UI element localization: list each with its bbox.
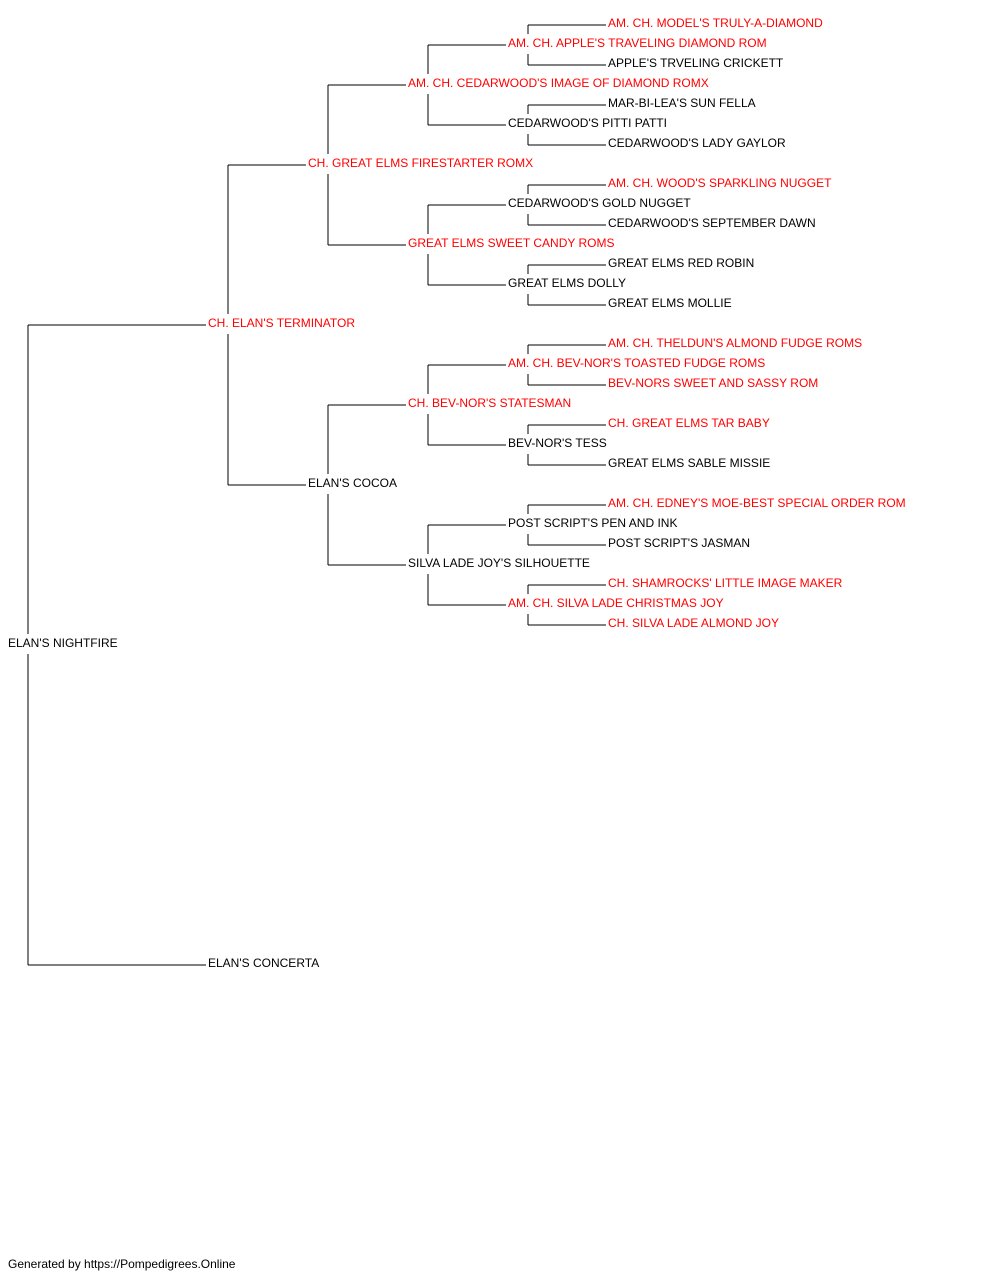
dog-name-ch-great-elms-firestarter-romx: CH. GREAT ELMS FIRESTARTER ROMX [308,156,533,170]
dog-name-elan-s-cocoa: ELAN'S COCOA [308,476,397,490]
dog-name-elan-s-concerta: ELAN'S CONCERTA [208,956,319,970]
dog-name-am-ch-theldun-s-almond-fudge-roms: AM. CH. THELDUN'S ALMOND FUDGE ROMS [608,336,862,350]
dog-name-great-elms-mollie: GREAT ELMS MOLLIE [608,296,732,310]
dog-name-cedarwood-s-september-dawn: CEDARWOOD'S SEPTEMBER DAWN [608,216,816,230]
dog-name-am-ch-cedarwood-s-image-of-diamond-romx: AM. CH. CEDARWOOD'S IMAGE OF DIAMOND ROM… [408,76,709,90]
dog-name-elan-s-nightfire: ELAN'S NIGHTFIRE [8,636,118,650]
dog-name-silva-lade-joy-s-silhouette: SILVA LADE JOY'S SILHOUETTE [408,556,590,570]
dog-name-bev-nors-sweet-and-sassy-rom: BEV-NORS SWEET AND SASSY ROM [608,376,818,390]
dog-name-ch-bev-nor-s-statesman: CH. BEV-NOR'S STATESMAN [408,396,571,410]
dog-name-apple-s-trveling-crickett: APPLE'S TRVELING CRICKETT [608,56,784,70]
dog-name-cedarwood-s-lady-gaylor: CEDARWOOD'S LADY GAYLOR [608,136,786,150]
dog-name-ch-great-elms-tar-baby: CH. GREAT ELMS TAR BABY [608,416,770,430]
dog-name-ch-silva-lade-almond-joy: CH. SILVA LADE ALMOND JOY [608,616,779,630]
dog-name-am-ch-wood-s-sparkling-nugget: AM. CH. WOOD'S SPARKLING NUGGET [608,176,832,190]
dog-name-cedarwood-s-pitti-patti: CEDARWOOD'S PITTI PATTI [508,116,667,130]
dog-name-am-ch-silva-lade-christmas-joy: AM. CH. SILVA LADE CHRISTMAS JOY [508,596,724,610]
dog-name-cedarwood-s-gold-nugget: CEDARWOOD'S GOLD NUGGET [508,196,691,210]
dog-name-am-ch-model-s-truly-a-diamond: AM. CH. MODEL'S TRULY-A-DIAMOND [608,16,823,30]
footer-credit: Generated by https://Pompedigrees.Online [8,1257,236,1271]
dog-name-mar-bi-lea-s-sun-fella: MAR-BI-LEA'S SUN FELLA [608,96,756,110]
dog-name-great-elms-sable-missie: GREAT ELMS SABLE MISSIE [608,456,770,470]
dog-name-great-elms-dolly: GREAT ELMS DOLLY [508,276,626,290]
dog-name-post-script-s-jasman: POST SCRIPT'S JASMAN [608,536,750,550]
dog-name-bev-nor-s-tess: BEV-NOR'S TESS [508,436,607,450]
dog-name-great-elms-red-robin: GREAT ELMS RED ROBIN [608,256,754,270]
dog-name-great-elms-sweet-candy-roms: GREAT ELMS SWEET CANDY ROMS [408,236,614,250]
dog-name-ch-elan-s-terminator: CH. ELAN'S TERMINATOR [208,316,355,330]
dog-name-am-ch-apple-s-traveling-diamond-rom: AM. CH. APPLE'S TRAVELING DIAMOND ROM [508,36,767,50]
dog-name-ch-shamrocks-little-image-maker: CH. SHAMROCKS' LITTLE IMAGE MAKER [608,576,843,590]
dog-name-am-ch-edney-s-moe-best-special-order-rom: AM. CH. EDNEY'S MOE-BEST SPECIAL ORDER R… [608,496,906,510]
dog-name-am-ch-bev-nor-s-toasted-fudge-roms: AM. CH. BEV-NOR'S TOASTED FUDGE ROMS [508,356,765,370]
dog-name-post-script-s-pen-and-ink: POST SCRIPT'S PEN AND INK [508,516,677,530]
